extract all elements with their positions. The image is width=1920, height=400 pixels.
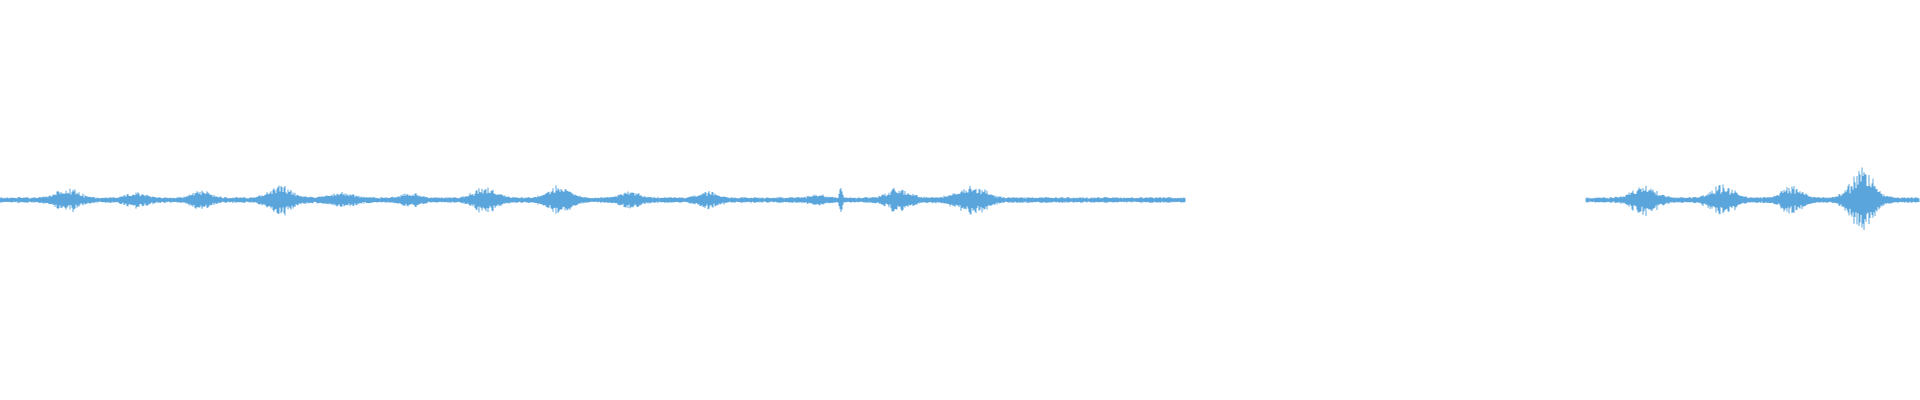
waveform-segment-1 — [0, 185, 1186, 216]
waveform-amplitude-path — [0, 185, 1186, 216]
waveform-amplitude-path — [1585, 167, 1920, 230]
waveform-segment-2 — [1585, 167, 1920, 230]
